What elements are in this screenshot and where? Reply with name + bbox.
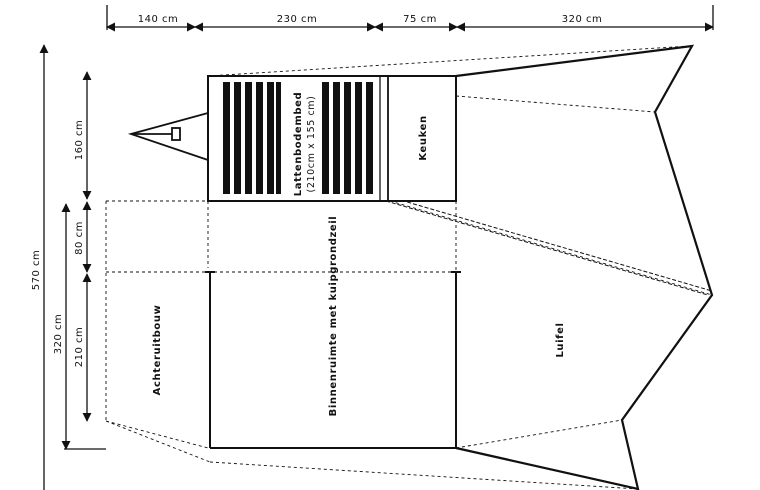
bed-title: Lattenbodembed [293,92,304,196]
dim-top-230: 230 cm [277,14,318,25]
awning-label: Luifel [555,322,566,357]
bed-slats-right [322,82,373,194]
dim-top-75: 75 cm [403,14,437,25]
bed-size: (210cm x 155 cm) [306,96,317,193]
dim-left-160: 160 cm [74,120,85,161]
interior-label: Binnenruimte met kuipgrondzeil [328,216,339,417]
interior-walls [205,201,461,449]
annex-label: Achteruitbouw [152,305,163,396]
awning-outline [455,44,714,490]
dim-left-80: 80 cm [74,221,85,255]
drawbar [127,112,209,161]
dim-left-210: 210 cm [74,327,85,368]
bed-slats-left [223,82,281,194]
dim-left-570: 570 cm [31,250,42,291]
left-dimension-lines [39,44,106,490]
dim-top-140: 140 cm [138,14,179,25]
top-dimension-lines [106,5,714,32]
kitchen-label: Keuken [418,115,429,160]
dim-left-320: 320 cm [53,314,64,355]
double-ridge-line [385,196,713,296]
dim-top-320: 320 cm [562,14,603,25]
